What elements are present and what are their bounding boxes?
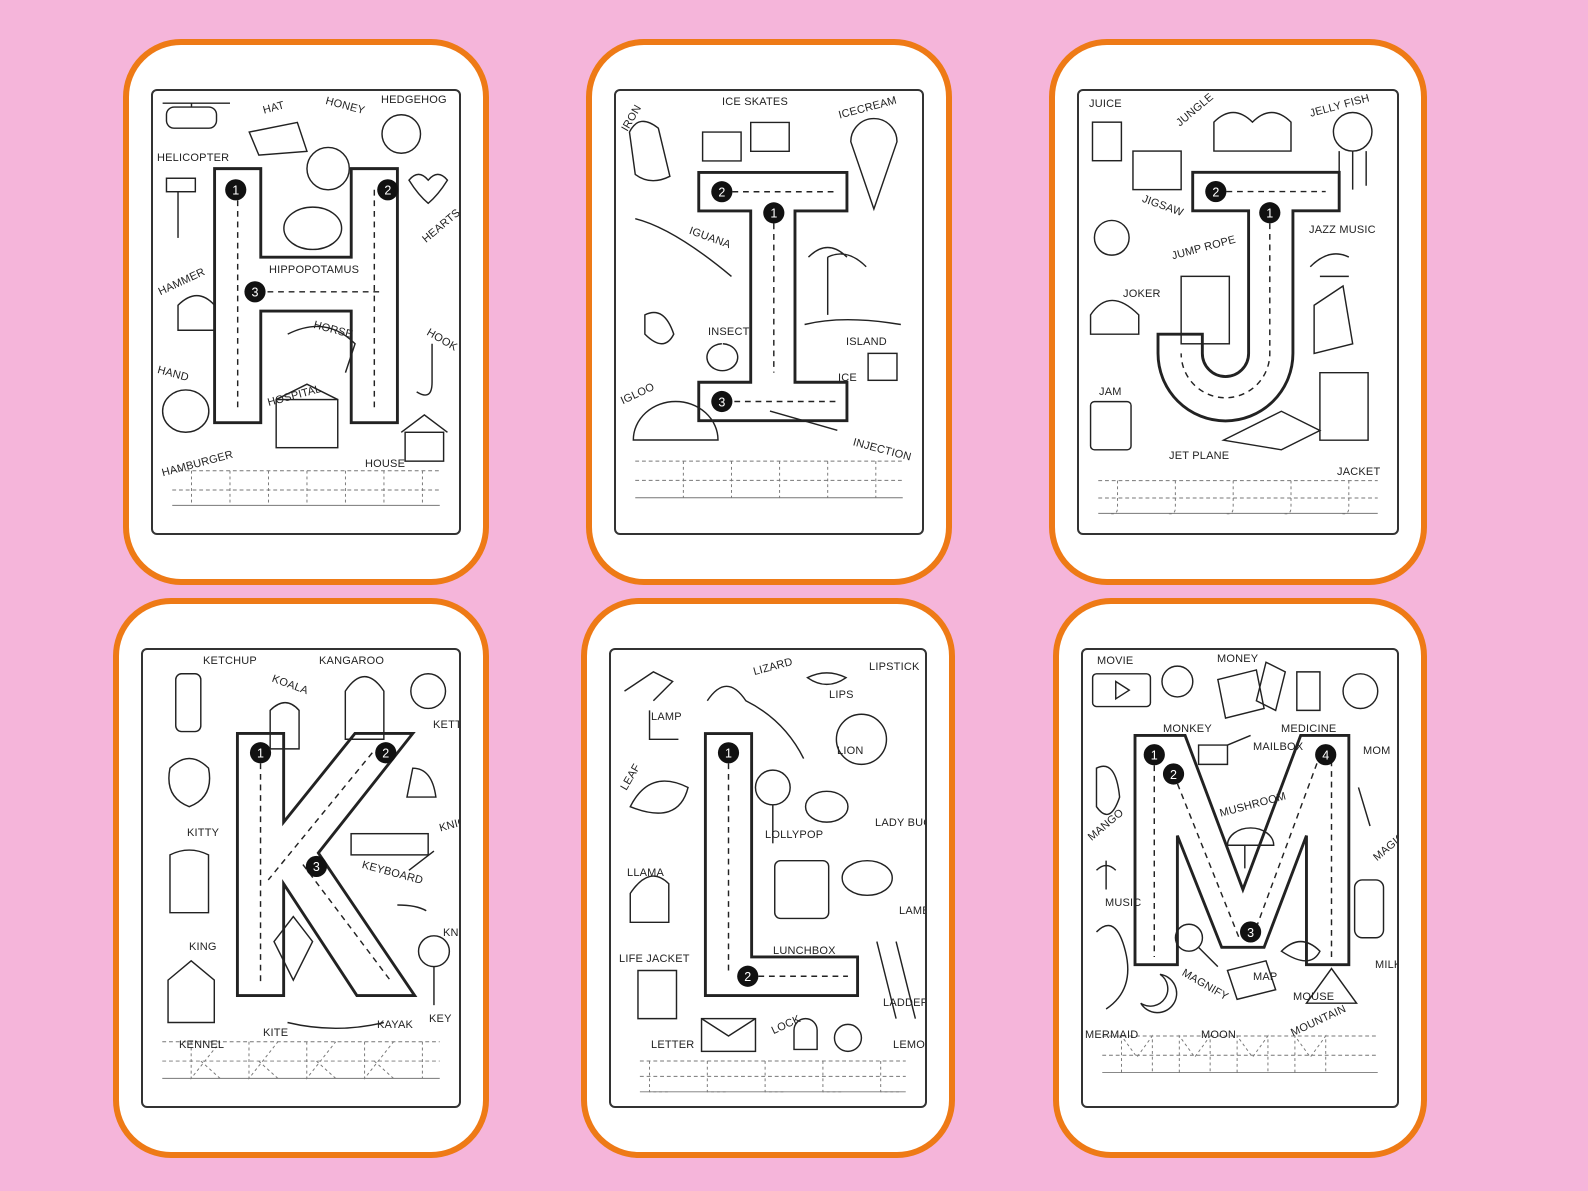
letter-j-illustration: 2 1 [1089, 111, 1378, 515]
label-map: MAP [1253, 971, 1278, 983]
stroke-number-1: 1 [232, 184, 239, 198]
label-kangaroo: KANGAROO [319, 655, 385, 667]
worksheet-card-j: 2 1 JUICE JUNGLE JELLY [1049, 39, 1427, 585]
label-lady-bug: LADY BUG [875, 817, 927, 829]
worksheet-card-k: 1 2 3 KETCHUP [113, 598, 489, 1158]
stroke-number-2: 2 [718, 186, 725, 200]
label-medicine: MEDICINE [1281, 723, 1337, 735]
letter-i-illustration: 2 1 3 [628, 117, 903, 499]
label-mom: MOM [1363, 745, 1391, 757]
label-key: KEY [429, 1013, 452, 1025]
letter-k-illustration: 1 2 3 [162, 673, 451, 1080]
label-insect: INSECT [708, 326, 750, 338]
label-kite: KITE [263, 1027, 289, 1039]
label-ketchup: KETCHUP [203, 655, 257, 667]
label-money: MONEY [1217, 653, 1259, 665]
label-jet-plane: JET PLANE [1169, 450, 1230, 462]
label-kayak: KAYAK [377, 1019, 414, 1031]
label-life-jacket: LIFE JACKET [619, 953, 690, 965]
stroke-number-2: 2 [384, 184, 391, 198]
label-lamp: LAMP [651, 711, 682, 723]
label-jazz-music: JAZZ MUSIC [1309, 224, 1376, 236]
letter-m-illustration: 1 2 3 4 [1091, 661, 1385, 1074]
label-mailbox: MAILBOX [1253, 741, 1304, 753]
label-mouse: MOUSE [1293, 991, 1335, 1003]
stroke-number-2: 2 [382, 747, 389, 761]
letter-l-illustration: 1 2 [624, 671, 917, 1093]
stroke-number-2: 2 [1170, 768, 1177, 782]
stroke-number-2: 2 [744, 970, 751, 984]
worksheet-sheet-i: 2 1 3 IRON ICE SKATES ICEC [614, 89, 924, 535]
letter-h-illustration: 1 2 3 [161, 102, 449, 506]
label-ladder: LADDER [883, 997, 927, 1009]
label-ice: ICE [838, 372, 857, 384]
stroke-number-1: 1 [725, 747, 732, 761]
label-king: KING [189, 941, 217, 953]
label-island: ISLAND [846, 336, 887, 348]
worksheet-card-l: 1 2 [581, 598, 955, 1158]
label-knife: KNIFE [443, 927, 459, 939]
stroke-number-1: 1 [257, 747, 264, 761]
label-house: HOUSE [365, 458, 406, 470]
stroke-number-1: 1 [1266, 207, 1273, 221]
label-kitty: KITTY [187, 827, 220, 839]
worksheet-sheet-l: 1 2 [609, 648, 927, 1108]
label-jam: JAM [1099, 386, 1122, 398]
worksheet-card-i: 2 1 3 IRON ICE SKATES ICEC [586, 39, 952, 585]
label-lollypop: LOLLYPOP [765, 829, 824, 841]
label-lipstick: LIPSTICK [869, 661, 920, 673]
worksheet-sheet-j: 2 1 JUICE JUNGLE JELLY [1077, 89, 1399, 535]
label-llama: LLAMA [627, 867, 665, 879]
stroke-number-3: 3 [252, 286, 259, 300]
label-lips: LIPS [829, 689, 854, 701]
label-milk: MILK [1375, 959, 1399, 971]
stroke-number-2: 2 [1212, 185, 1219, 199]
stroke-number-3: 3 [1247, 926, 1254, 940]
label-lion: LION [837, 745, 864, 757]
stroke-number-3: 3 [313, 860, 320, 874]
label-kennel: KENNEL [179, 1039, 225, 1051]
stroke-number-1: 1 [770, 207, 777, 221]
stroke-number-4: 4 [1322, 749, 1329, 763]
label-movie: MOVIE [1097, 655, 1134, 667]
label-joker: JOKER [1123, 288, 1161, 300]
label-ice-skates: ICE SKATES [722, 96, 788, 108]
label-lunchbox: LUNCHBOX [773, 945, 836, 957]
label-letter: LETTER [651, 1039, 695, 1051]
label-jacket: JACKET [1337, 466, 1381, 478]
label-mermaid: MERMAID [1085, 1029, 1139, 1041]
stroke-number-3: 3 [718, 395, 725, 409]
label-moon: MOON [1201, 1029, 1237, 1041]
label-music: MUSIC [1105, 897, 1142, 909]
stroke-number-1: 1 [1151, 749, 1158, 763]
label-hedgehog: HEDGEHOG [381, 94, 447, 106]
label-kettle: KETTLE [433, 719, 459, 731]
label-lamb: LAMB [899, 905, 927, 917]
label-helicopter: HELICOPTER [157, 152, 230, 164]
worksheet-sheet-h: 1 2 3 HELICOPTER [151, 89, 461, 535]
label-monkey: MONKEY [1163, 723, 1212, 735]
worksheet-card-h: 1 2 3 HELICOPTER [123, 39, 489, 585]
label-lemon: LEMON [893, 1039, 925, 1051]
label-juice: JUICE [1089, 98, 1122, 110]
worksheet-sheet-m: 1 2 3 4 [1081, 648, 1399, 1108]
label-hippopotamus: HIPPOPOTAMUS [269, 264, 360, 276]
worksheet-sheet-k: 1 2 3 KETCHUP [141, 648, 461, 1108]
worksheet-card-m: 1 2 3 4 [1053, 598, 1427, 1158]
